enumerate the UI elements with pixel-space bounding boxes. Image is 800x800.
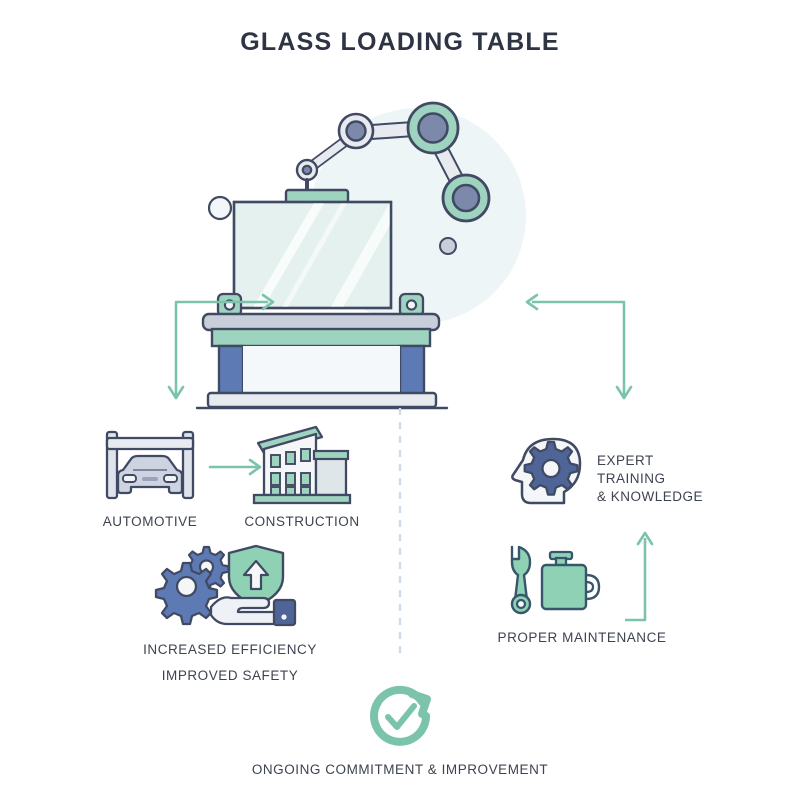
training-line-3: & KNOWLEDGE <box>597 489 704 504</box>
industry-label-automotive: AUTOMOTIVE <box>102 514 198 529</box>
training-line-1: EXPERT <box>597 453 654 468</box>
gears-shield-hand-icon <box>154 544 297 627</box>
maintenance-up-arrow <box>625 531 654 622</box>
shield-icon <box>227 544 285 608</box>
automotive-to-construction-arrow <box>208 458 262 476</box>
industry-label-construction: CONSTRUCTION <box>244 514 360 529</box>
decor-circle-filled <box>439 237 457 255</box>
car-lift-icon <box>105 430 195 500</box>
gear-in-head-icon <box>523 440 579 496</box>
table-clamp-left <box>216 292 243 318</box>
wrench-oilcan-icon <box>510 545 601 615</box>
refresh-check-icon <box>370 685 431 746</box>
hand-icon <box>209 596 297 627</box>
oil-can-icon <box>540 550 601 611</box>
wrench-icon <box>510 545 532 615</box>
right-elbow-arrow <box>525 293 633 400</box>
benefit-label-efficiency: INCREASED EFFICIENCY <box>143 642 317 657</box>
left-elbow-arrow <box>167 293 275 400</box>
head-gear-icon <box>511 437 582 505</box>
page-title: GLASS LOADING TABLE <box>240 28 560 56</box>
robotic-arm-icon <box>295 101 491 223</box>
loading-table <box>195 312 449 410</box>
large-gear-icon <box>154 561 219 626</box>
maintenance-label: PROPER MAINTENANCE <box>497 630 667 645</box>
center-dashed-divider <box>398 408 402 658</box>
building-icon <box>252 425 352 505</box>
footer-label: ONGOING COMMITMENT & IMPROVEMENT <box>251 762 549 777</box>
training-label: EXPERT TRAINING & KNOWLEDGE <box>597 452 747 506</box>
training-line-2: TRAINING <box>597 471 666 486</box>
glass-panel <box>232 200 393 310</box>
benefit-label-safety: IMPROVED SAFETY <box>161 668 299 683</box>
glass-loading-table-illustration <box>195 101 526 410</box>
table-clamp-right <box>398 292 425 318</box>
decor-circle-outline <box>207 195 233 221</box>
